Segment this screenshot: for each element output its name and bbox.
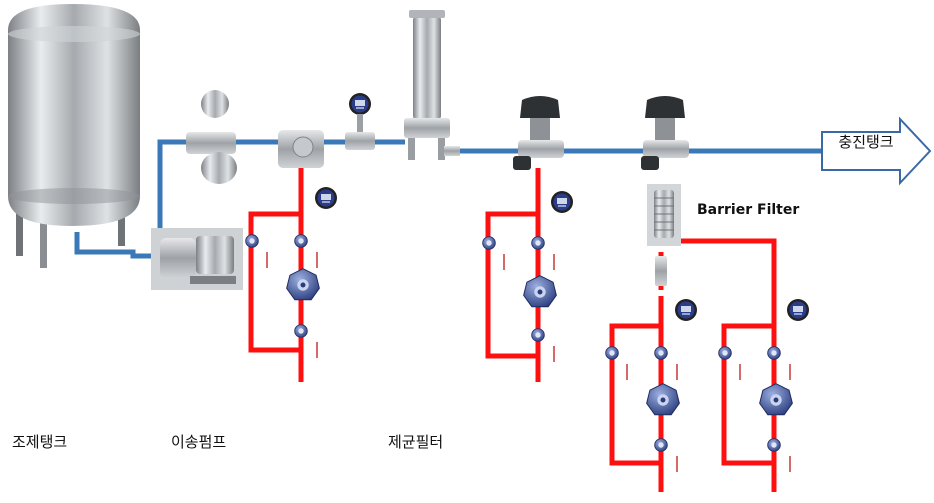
mixing-tank-image	[8, 4, 140, 268]
sterile-filter-label: 제균필터	[388, 433, 444, 451]
barrier-filter-label: Barrier Filter	[697, 202, 800, 218]
sterile-filter-image	[404, 10, 460, 160]
diaphragm-valves	[513, 96, 689, 170]
loop-lines	[248, 168, 777, 492]
filling-tank-label: 충진탱크	[838, 133, 894, 151]
transfer-pump-label: 이송펌프	[171, 433, 227, 451]
mixing-tank-label: 조제탱크	[12, 433, 68, 451]
barrier-filter-image	[647, 184, 681, 286]
transfer-pump-image	[151, 228, 243, 290]
loop-valves	[245, 234, 793, 452]
inline-instruments	[186, 90, 375, 184]
filling-tank-arrow	[821, 116, 932, 186]
sample-ports	[266, 252, 791, 472]
